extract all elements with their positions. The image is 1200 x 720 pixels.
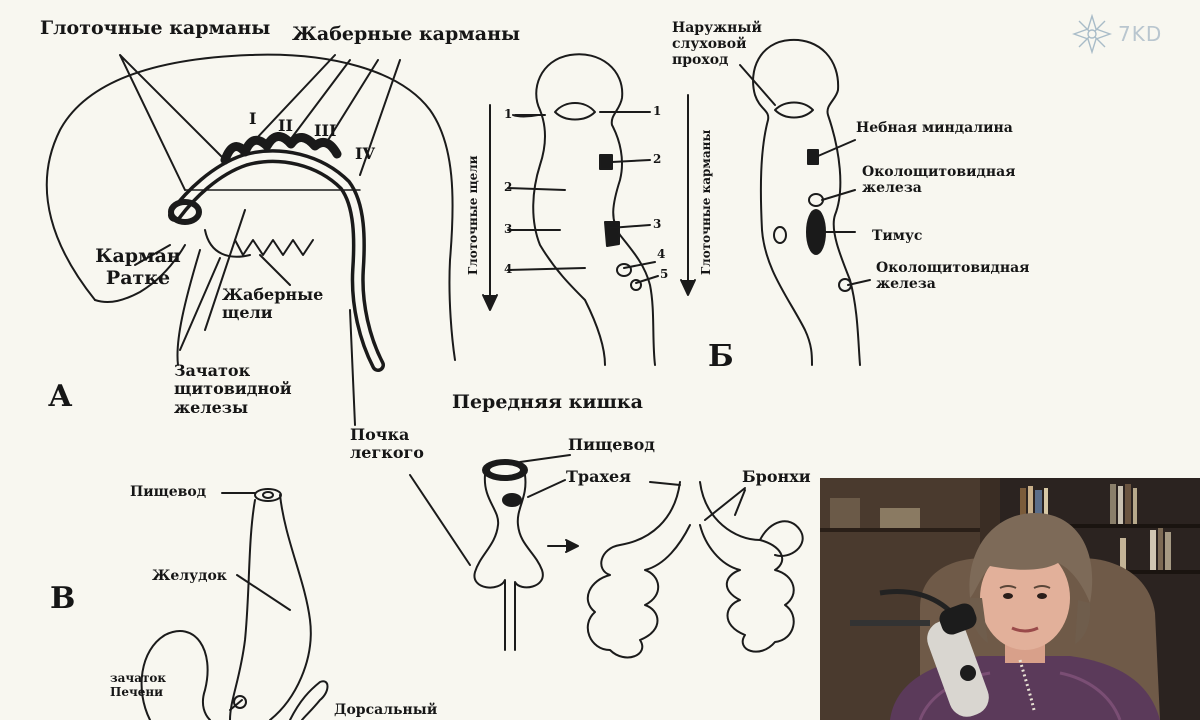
label-parathyroid-2: Околощитовидная железа [876, 260, 1030, 293]
numeral-ii: II [278, 116, 293, 135]
panel-letter-a: А [48, 379, 73, 414]
channel-logo: 7KD [1072, 14, 1162, 54]
label-lung-bud: Почка легкого [350, 425, 424, 463]
liver-outline [140, 630, 211, 720]
numeral-i: I [249, 109, 257, 128]
label-thymus: Тимус [872, 228, 923, 244]
pocket-num-3: 3 [653, 217, 662, 231]
label-rathke-pocket: Карман Ратке [95, 245, 181, 289]
label-slits-axis: Глоточные щели [466, 155, 480, 275]
label-parathyroid-1: Околощитовидная железа [862, 164, 1016, 197]
label-lung-bronchi: Бронхи [742, 467, 811, 486]
embryo-head-outline [45, 53, 456, 361]
presenter-webcam [820, 478, 1200, 720]
presenter-webcam-icon [820, 478, 1200, 720]
star-snowflake-icon [1072, 14, 1112, 54]
slit-num-2: 2 [504, 180, 513, 194]
presenter-hair [969, 513, 1093, 603]
label-c-esophagus: Пищевод [130, 484, 207, 500]
pocket-num-4: 4 [657, 247, 666, 261]
gill-slit-comb [234, 239, 314, 256]
pharynx-silhouette-right [752, 38, 861, 366]
stomach-outline [229, 494, 312, 720]
leader-lines-b-right [739, 64, 871, 286]
gill-pocket-bumps [220, 132, 342, 165]
pocket-num-5: 5 [660, 267, 669, 281]
bookshelf-books [1020, 484, 1171, 570]
dorsal-bud-outline [289, 680, 329, 720]
presenter-face [980, 546, 1070, 650]
leader-lines-b-left [507, 111, 659, 284]
numeral-iv: IV [355, 144, 375, 163]
embryo-face-outline [94, 244, 186, 303]
label-pockets-axis: Глоточные карманы [699, 129, 713, 275]
panel-letter-b: Б [708, 339, 734, 374]
tonsil-mark [807, 149, 819, 165]
panel-letter-c: В [50, 581, 76, 616]
slit-num-4: 4 [504, 262, 513, 276]
label-c-dorsal: Дорсальный [334, 702, 438, 718]
label-foregut: Передняя кишка [452, 391, 643, 413]
pocket-3-left [604, 221, 620, 247]
pocket-num-2: 2 [653, 152, 662, 166]
foregut-tube [473, 474, 544, 651]
logo-text: 7KD [1118, 22, 1163, 46]
thymus-shape [806, 209, 826, 255]
pocket-num-1: 1 [653, 104, 662, 118]
leader-lines-lung [409, 454, 746, 566]
leader-lines-c [221, 492, 291, 711]
slit-num-1: 1 [504, 107, 513, 121]
label-c-liver: зачаток Печени [110, 671, 167, 699]
label-lung-trachea: Трахея [566, 467, 631, 486]
label-ext-auditory-canal: Наружный слуховой проход [672, 20, 762, 69]
pocket-2-left [599, 154, 613, 170]
rathke-pocket-shape [168, 199, 202, 225]
label-palatine-tonsil: Небная миндалина [856, 120, 1013, 136]
label-gill-pockets: Жаберные карманы [292, 23, 521, 45]
slit-num-3: 3 [504, 222, 513, 236]
numeral-iii: III [314, 121, 337, 140]
leader-lines-a [119, 54, 401, 426]
label-thyroid-primordium: Зачаток щитовидной железы [174, 361, 292, 417]
label-c-stomach: Желудок [152, 568, 227, 584]
microphone [850, 589, 989, 717]
label-gill-slits: Жаберные щели [222, 285, 324, 323]
esophagus-opening-c [254, 488, 282, 502]
label-lung-esophagus: Пищевод [568, 435, 655, 454]
label-pharyngeal-pockets: Глоточные карманы [40, 17, 271, 39]
bronchial-tree [586, 481, 795, 659]
pharynx-silhouette-left [532, 53, 656, 366]
